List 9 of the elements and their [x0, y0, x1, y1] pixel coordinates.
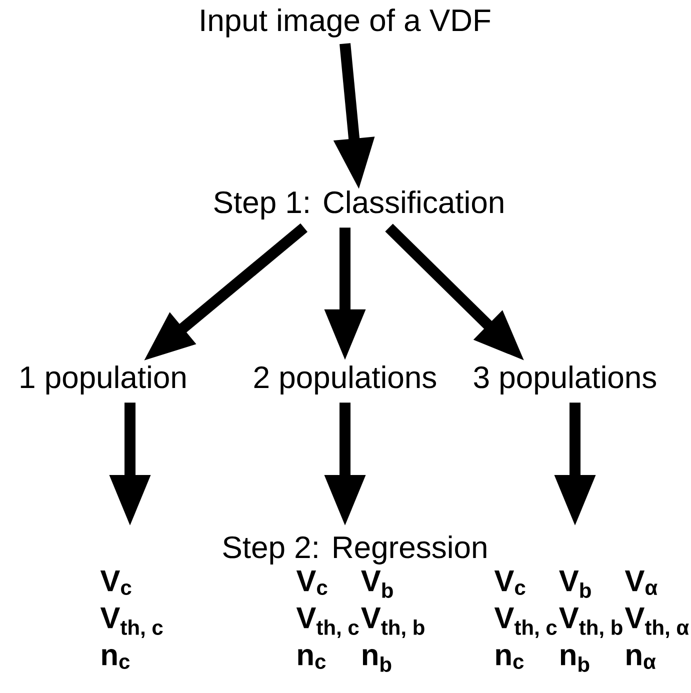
step-text: 3 populations — [474, 366, 656, 394]
parameter-list: $\text{\bfseries V}_{\text{\bfseries c}}$ $\text{\bfseries V}_{\text{\bfseries b}}$ $\text{\bfseries V}_{\text{\bfseries α}}$ $\text{\bfseries V}_{\text{\bfseries th, c}}$ $\text{\bfseries V}_{\text{\bfseries th, b}}$ $\text{\bfseries V}_{\text{\bfseries th, α}}$ $\text{\bfseries n}_{\text{\bfseries c}}$ $\text{\bfseries n}_{\text{\bfseries b}}$ $\text{\bfseries n}_{\text{\bfseries α}}$ — [494, 570, 689, 672]
step-text: Step 1: Classification — [214, 190, 504, 220]
step-text: Step 2: Regression — [223, 536, 486, 564]
step-text: 1 population — [20, 366, 186, 394]
parameter-list: $\text{\bfseries V}_{\text{\bfseries c}}$ $\text{\bfseries V}_{\text{\bfseries b}}$ $\text{\bfseries V}_{\text{\bfseries th, c}}$ $\text{\bfseries V}_{\text{\bfseries th, b}}$ $\text{\bfseries n}_{\text{\bfseries c}}$ $\text{\bfseries n}_{\text{\bfseries b}}$ — [296, 570, 424, 672]
step-text: Input image of a VDF — [201, 8, 490, 38]
step-text: 2 populations — [254, 366, 436, 394]
parameter-list: $\text{\bfseries V}_{\text{\bfseries c}}$ $\text{\bfseries V}_{\text{\bfseries th, c}}$ $\text{\bfseries n}_{\text{\bfseries c}}$ — [100, 570, 163, 670]
